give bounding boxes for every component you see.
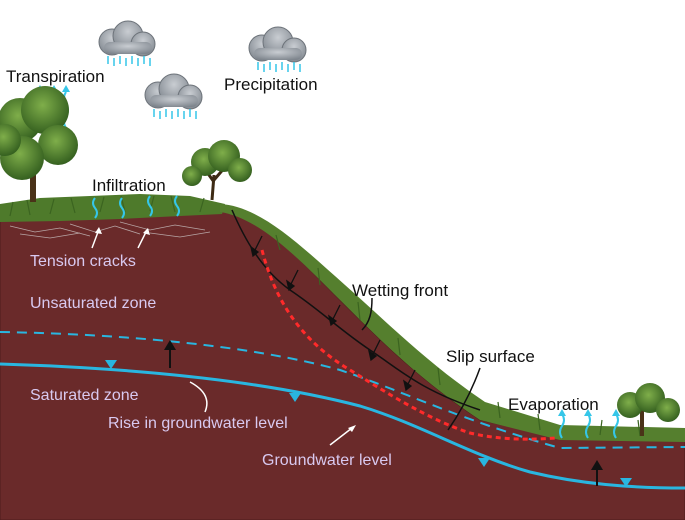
label-saturated-zone: Saturated zone <box>30 387 139 404</box>
arrow-up-icon <box>164 340 603 486</box>
cloud-icon <box>248 26 307 63</box>
groundwater-level-line <box>0 362 685 490</box>
label-rise-in-groundwater-level: Rise in groundwater level <box>108 415 288 432</box>
grass-texture <box>9 195 641 437</box>
pointer-lines <box>91 227 481 446</box>
label-evaporation: Evaporation <box>508 395 599 414</box>
slip-surface-line <box>260 249 557 441</box>
rain-icon <box>257 62 301 72</box>
label-tension-cracks: Tension cracks <box>30 253 136 270</box>
tree-icon <box>182 140 252 201</box>
label-groundwater-level: Groundwater level <box>262 452 392 469</box>
rain-icon <box>153 109 197 119</box>
slope-infiltration-arrows <box>249 235 416 392</box>
evaporation-wave-icons <box>559 413 619 439</box>
label-wetting-front: Wetting front <box>352 281 448 300</box>
label-slip-surface: Slip surface <box>446 347 535 366</box>
label-transpiration: Transpiration <box>6 67 105 86</box>
raised-water-table-line <box>0 331 685 450</box>
tension-crack-lines <box>9 221 211 239</box>
label-precipitation: Precipitation <box>224 75 318 94</box>
grass-plateau <box>0 194 225 222</box>
infiltration-wave-icons <box>92 195 180 219</box>
label-infiltration: Infiltration <box>92 176 166 195</box>
rain-icon <box>107 56 151 66</box>
cloud-icon <box>98 20 156 57</box>
evaporation-arrowheads <box>558 409 620 416</box>
water-level-triangle-icon <box>105 360 632 487</box>
grass-slope <box>220 204 685 442</box>
label-unsaturated-zone: Unsaturated zone <box>30 295 156 312</box>
cloud-icon <box>144 73 203 110</box>
tree-icon <box>617 383 680 436</box>
tree-icon <box>0 86 78 202</box>
